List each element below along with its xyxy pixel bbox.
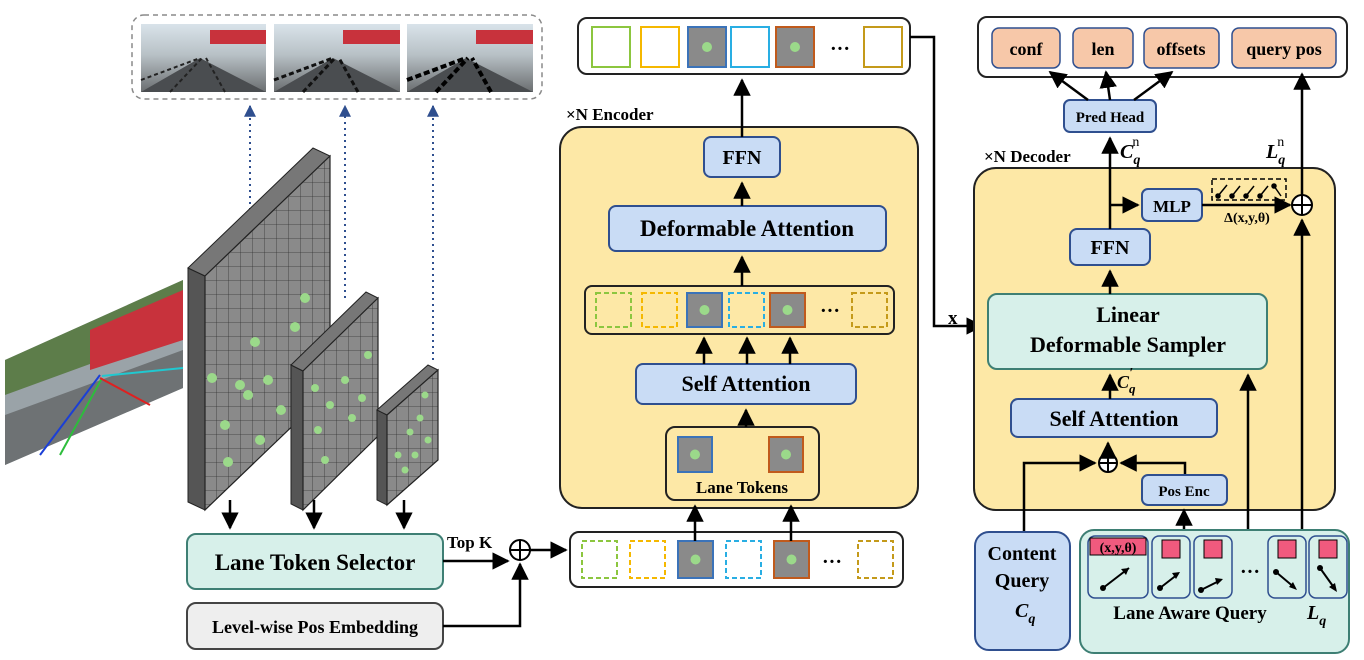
selected-tokens-ellipsis: ··· [822,551,842,573]
output-query-pos-box [1231,27,1337,69]
arrow-pred-conf [1048,70,1089,102]
pred-head-label: Pred Head [1076,110,1145,126]
x-label: x [948,308,958,329]
pos-embedding-label: Level-wise Pos Embedding [212,617,418,637]
output-conf-label: conf [1010,39,1044,59]
encoder-middle-tokens [595,292,888,328]
output-offsets-box [1143,27,1220,69]
lane-aware-ellipsis: ··· [1240,561,1260,583]
road-thumbnail-3 [406,24,533,94]
sampler-label-line2: Deformable Sampler [1030,332,1226,357]
selected-tokens [581,540,894,579]
output-len-box [1072,27,1134,69]
encoder-token-row [584,285,895,335]
offset-icons-box [1211,178,1287,201]
input-road-image [5,280,184,465]
pos-enc-box [1141,474,1228,506]
decoder-self-attention-box [1010,398,1218,438]
output-offsets-label: offsets [1157,39,1206,59]
linear-deformable-sampler-box [987,293,1268,370]
content-query-symbol: Cq [1015,600,1035,627]
sampler-label-line1: Linear [1096,302,1160,327]
lane-aware-query-items [1087,535,1348,599]
content-query-box [974,531,1071,651]
content-query-line2: Query [995,570,1049,592]
arrow-pred-offsets [1133,70,1174,102]
encoder-output-ellipsis: ··· [830,38,850,60]
encoder-output-tokens [591,26,903,68]
topk-label: Top K [447,533,493,552]
arrow-content-plus [1022,454,1097,534]
feature-map-large [187,147,331,512]
output-len-label: len [1091,39,1114,59]
mlp-label: MLP [1153,197,1191,216]
encoder-deformable-attention-box [608,205,887,252]
lane-tokens-label: Lane Tokens [696,478,789,497]
xyt-label: (x,y,θ) [1100,541,1137,556]
add-operator-decoder-bottom [1098,453,1118,473]
encoder-title: ×N Encoder [566,105,654,124]
delta-label: Δ(x,y,θ) [1224,211,1270,226]
lane-aware-query-label: Lane Aware Query [1113,603,1267,624]
arrow-posemb-plus [443,562,529,628]
arrow-pred-len [1099,70,1117,101]
arrow-encoder-to-sampler [910,35,984,335]
arrow-posenc-plus [1119,454,1187,475]
encoder-deformable-attention-label: Deformable Attention [640,216,854,241]
output-query-pos-label: query pos [1246,39,1322,59]
feature-map-medium [290,291,379,512]
encoder-middle-ellipsis: ··· [820,300,840,322]
road-thumbnail-2 [273,24,400,94]
output-conf-box [991,27,1061,69]
decoder-ffn-label: FFN [1091,237,1130,259]
c-q-prime-symbol: Cq′ [1117,366,1136,396]
feature-map-small [376,364,439,507]
encoder-self-attention-label: Self Attention [682,371,811,396]
add-operator-left [509,539,531,561]
encoder-ffn-label: FFN [723,147,762,169]
pos-enc-label: Pos Enc [1158,484,1210,500]
decoder-self-attention-label: Self Attention [1050,406,1179,431]
road-thumbnail-1 [140,24,266,93]
lane-token-selector-label: Lane Token Selector [215,550,416,575]
offset-arrows-icon [1215,183,1282,199]
l-q-n-symbol: Lqn [1265,135,1285,168]
add-operator-decoder-top [1291,194,1313,216]
decoder-title: ×N Decoder [984,147,1071,166]
content-query-line1: Content [988,543,1057,565]
c-q-n-symbol: Cqn [1120,135,1140,168]
lane-aware-symbol: Lq [1306,602,1326,629]
